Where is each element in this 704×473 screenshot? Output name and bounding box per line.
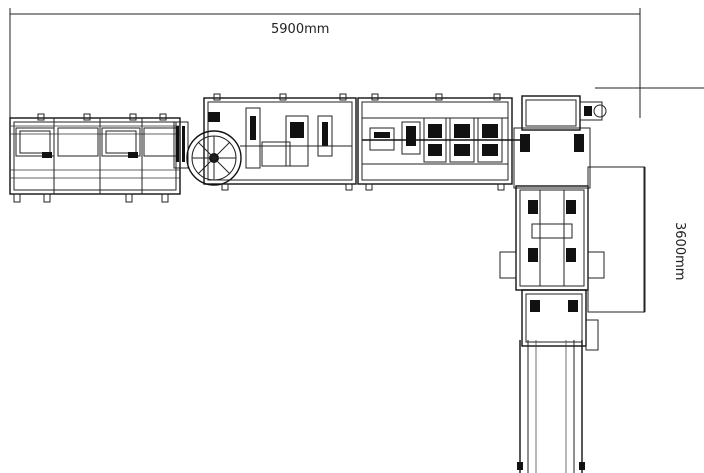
assembly-module bbox=[357, 93, 520, 191]
height-dimension: 3600mm bbox=[590, 87, 704, 313]
rotary-module bbox=[186, 93, 357, 191]
width-dimension-label: 5900mm bbox=[271, 22, 329, 37]
corner-module bbox=[513, 95, 607, 189]
infeed-conveyor bbox=[9, 113, 189, 203]
height-dimension-label: 3600mm bbox=[672, 222, 687, 280]
width-dimension: 5900mm bbox=[9, 8, 641, 118]
outfeed-rails bbox=[517, 340, 585, 473]
outfeed-module bbox=[499, 166, 645, 351]
